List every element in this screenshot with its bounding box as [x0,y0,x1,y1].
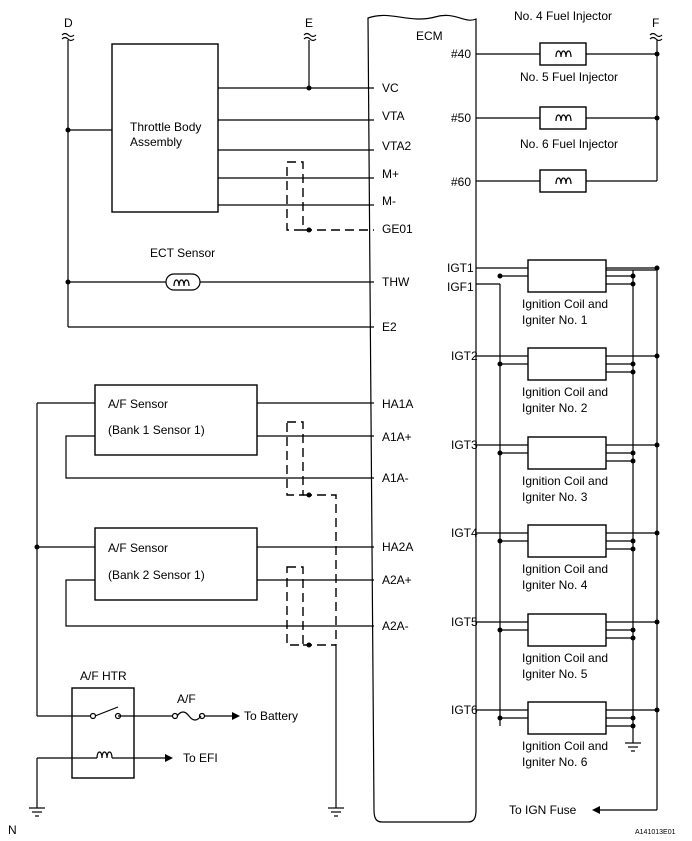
throttle-body-label-2: Assembly [130,135,182,149]
ignition-coil-label-4-line2: Igniter No. 4 [522,578,588,592]
pin-vta2: VTA2 [382,139,411,153]
af-sensor-2-wires [37,546,374,627]
af-sensor-1-box [94,384,258,456]
af-sensor-1-wires [37,402,374,479]
injector-no4-label: No. 4 Fuel Injector [514,9,612,23]
af-htr-label: A/F HTR [80,669,127,683]
pin-ha2a: HA2A [382,540,413,554]
af-fuse-label: A/F [177,692,196,706]
ignition-coil-label-5-line2: Igniter No. 5 [522,667,588,681]
relay-switch [36,403,232,717]
to-efi-label: To EFI [183,751,218,765]
pin-igt4: IGT4 [451,526,478,540]
to-ign-fuse-label: To IGN Fuse [509,803,577,817]
ecm-label: ECM [416,29,443,43]
pin-ge01: GE01 [382,222,413,236]
ignition-coil-label-6-line1: Ignition Coil and [522,739,608,753]
pin-40: #40 [451,47,471,61]
connector-e: E [305,16,313,30]
fuel-injector-icons [539,42,587,193]
connector-f: F [652,16,659,30]
injector-no6-label: No. 6 Fuel Injector [520,137,618,151]
af-htr-relay [71,687,135,779]
pin-mminus: M- [382,194,396,208]
pin-ha1a: HA1A [382,397,413,411]
break-marks [61,32,663,42]
ecm-block [367,14,477,823]
throttle-body-label-1: Throttle Body [130,120,201,134]
pin-60: #60 [451,175,471,189]
connector-n: N [8,823,17,837]
ignition-coil-label-5-line1: Ignition Coil and [522,651,608,665]
pin-e2: E2 [382,320,397,334]
ignition-coil-label-3-line2: Igniter No. 3 [522,490,588,504]
pin-igt5: IGT5 [451,615,478,629]
pin-igt6: IGT6 [451,703,478,717]
pin-a2aminus: A2A- [382,619,409,633]
ignition-coil-label-3-line1: Ignition Coil and [522,474,608,488]
pin-igt3: IGT3 [451,438,478,452]
pin-50: #50 [451,111,471,125]
ground-symbol-center [328,807,344,817]
pin-thw: THW [382,275,410,289]
figure-code: A141013E01 [635,829,676,836]
ignition-coil-label-2-line2: Igniter No. 2 [522,401,588,415]
relay-coil [29,751,165,817]
ignition-coil-label-6-line2: Igniter No. 6 [522,755,588,769]
ign-fuse-arrow-icon [592,806,600,814]
af-sensor-1-label-2: (Bank 1 Sensor 1) [108,423,205,437]
pin-a1aminus: A1A- [382,471,409,485]
throttle-wires [67,40,374,327]
pin-vta: VTA [382,109,404,123]
pin-vc: VC [382,81,399,95]
af-sensor-2-box [94,527,258,601]
ect-sensor [165,273,201,291]
to-battery-label: To Battery [244,709,298,723]
af-sensor-2-label-2: (Bank 2 Sensor 1) [108,568,205,582]
pin-a1aplus: A1A+ [382,430,412,444]
pin-a2aplus: A2A+ [382,573,412,587]
battery-arrow-icon [232,712,240,720]
ignition-coil-label-4-line1: Ignition Coil and [522,562,608,576]
ecm-left-pins: VC VTA VTA2 M+ M- GE01 THW E2 HA1A A1A+ … [382,81,413,633]
af-sensor-2-label-1: A/F Sensor [108,541,168,555]
pin-igt1: IGT1 [447,261,474,275]
injector-no5-label: No. 5 Fuel Injector [520,70,618,84]
throttle-body-box [111,43,219,213]
igf-bus [476,269,658,811]
thw-wires [68,281,374,328]
ignition-coil-label-1-line1: Ignition Coil and [522,297,608,311]
af-sensor-1-label-1: A/F Sensor [108,397,168,411]
motor-shield [286,161,304,231]
pin-mplus: M+ [382,167,399,181]
ignition-coil-label-1-line2: Igniter No. 1 [522,313,588,327]
ignition-coil-label-2-line1: Ignition Coil and [522,385,608,399]
af-fuse-icon [171,711,206,721]
ect-sensor-label: ECT Sensor [150,246,215,260]
injector-wires [476,40,658,182]
pin-igf1: IGF1 [447,280,474,294]
efi-arrow-icon [165,754,173,762]
connector-d: D [64,16,73,30]
pin-igt2: IGT2 [451,349,478,363]
